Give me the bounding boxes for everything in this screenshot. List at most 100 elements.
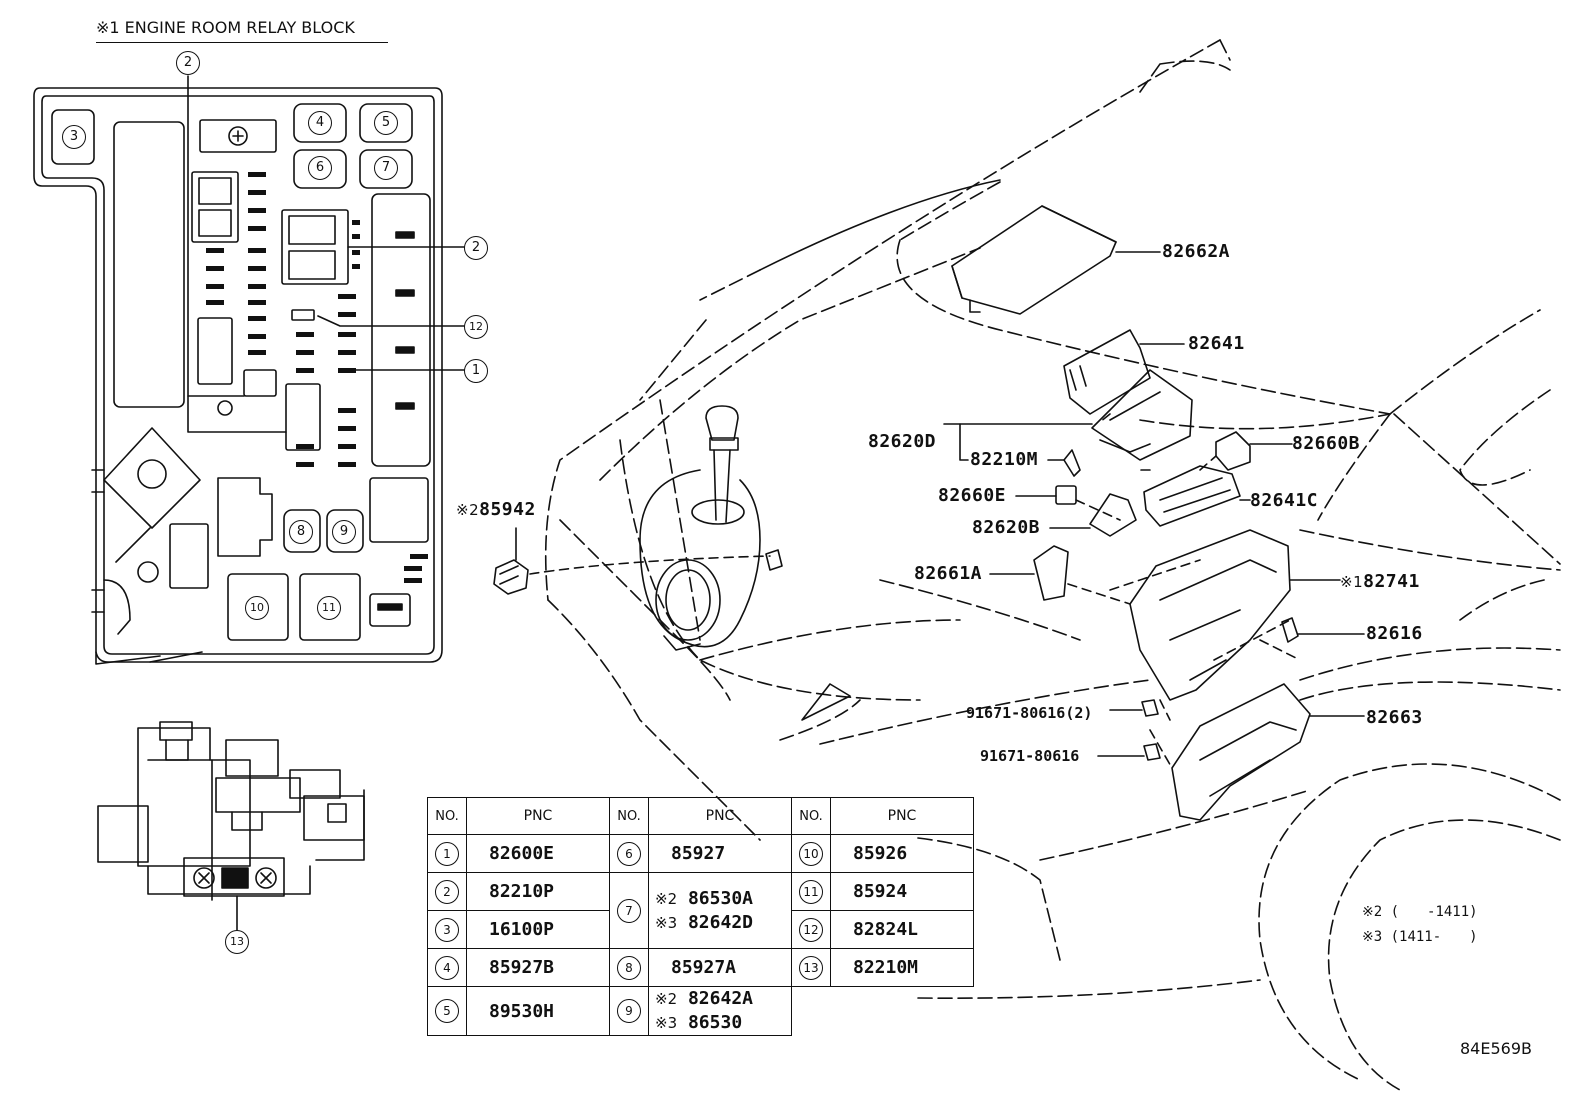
row-no: 7 [609, 872, 649, 949]
part-label-82210m: 82210M [970, 449, 1039, 470]
row-pnc: 85924 [830, 872, 974, 911]
row-no-circle: 13 [799, 955, 823, 980]
empty-cell [792, 987, 831, 1036]
part-label-85942-number: 85942 [479, 499, 536, 520]
fuse-box-parts-drawing [943, 205, 1365, 821]
relay-block-title: ※1 ENGINE ROOM RELAY BLOCK [96, 18, 355, 37]
pnc-line: ※2 82642A [655, 987, 791, 1011]
row-pnc: 16100P [466, 910, 610, 949]
callout-6: 6 [308, 156, 332, 180]
row-pnc: 89530H [466, 986, 610, 1036]
header-pnc-1: PNC [466, 797, 610, 835]
part-label-82660e: 82660E [938, 485, 1007, 506]
callout-9: 9 [332, 520, 356, 544]
row-no: 13 [791, 948, 831, 987]
callout-1: 1 [464, 359, 488, 383]
pnc-line-number: 86530 [687, 1012, 743, 1033]
part-label-82620b: 82620B [972, 517, 1041, 538]
part-label-82660b: 82660B [1292, 433, 1361, 454]
pnc-line: ※3 82642D [655, 911, 791, 935]
row-no-circle: 7 [617, 898, 641, 923]
row-no-circle: 11 [799, 879, 823, 904]
row-no: 4 [427, 948, 467, 987]
pnc-line-prefix: ※2 [655, 990, 678, 1008]
callout-4: 4 [308, 111, 332, 135]
pnc-line-number: 86530A [687, 887, 753, 909]
part-label-82641: 82641 [1188, 333, 1245, 354]
row-pnc: 82824L [830, 910, 974, 949]
header-pnc-3: PNC [830, 797, 974, 835]
row-no-circle: 5 [435, 999, 459, 1023]
row-no-circle: 9 [617, 999, 641, 1023]
row-pnc: 85926 [830, 834, 974, 873]
pnc-line-prefix: ※3 [655, 913, 678, 932]
row-no-circle: 6 [617, 841, 641, 866]
connector-85942-drawing [493, 559, 529, 595]
row-no: 1 [427, 834, 467, 873]
pnc-line-prefix: ※3 [655, 1014, 678, 1032]
part-label-82620d: 82620D [868, 431, 937, 452]
row-no: 8 [609, 948, 649, 987]
row-no-circle: 4 [435, 955, 459, 980]
callout-5: 5 [374, 111, 398, 135]
callout-13: 13 [225, 930, 249, 954]
row-no-circle: 8 [617, 955, 641, 980]
table-row: 4 85927B 8 85927A 13 82210M [427, 948, 974, 987]
row-no: 10 [791, 834, 831, 873]
header-no-2: NO. [609, 797, 649, 835]
title-underline [96, 42, 388, 43]
row-no-circle: 10 [799, 841, 823, 866]
part-label-82741-number: 82741 [1363, 571, 1420, 592]
pnc-line-number: 82642D [687, 911, 753, 933]
pnc-table: NO. PNC NO. PNC NO. PNC 1 82600E 6 85927… [427, 797, 974, 1036]
row-no: 11 [791, 872, 831, 911]
pnc-line-prefix: ※2 [655, 889, 678, 908]
part-label-82741-prefix: ※1 [1340, 573, 1364, 591]
callout-7: 7 [374, 156, 398, 180]
washer-tank-drawing [639, 405, 783, 651]
note-2: ※2 ( -1411) [1362, 904, 1478, 920]
row-no-circle: 1 [435, 841, 459, 866]
row-no-circle: 3 [435, 917, 459, 942]
part-label-82663: 82663 [1366, 707, 1423, 728]
callout-3: 3 [62, 125, 86, 149]
header-no-3: NO. [791, 797, 831, 835]
part-label-91671-80616: 91671-80616 [980, 747, 1080, 765]
callout-8: 8 [289, 520, 313, 544]
part-label-82641c: 82641C [1250, 490, 1319, 511]
table-header-row: NO. PNC NO. PNC NO. PNC [427, 797, 974, 835]
row-pnc-multi: ※2 82642A ※3 86530 [648, 986, 792, 1036]
callout-2-right: 2 [464, 236, 488, 260]
relay-block-drawing [33, 75, 465, 665]
row-no: 12 [791, 910, 831, 949]
note-3: ※3 (1411- ) [1362, 929, 1478, 945]
row-no: 9 [609, 986, 649, 1036]
row-pnc: 85927 [648, 834, 792, 873]
row-no-circle: 2 [435, 879, 459, 904]
part-label-82662a: 82662A [1162, 241, 1231, 262]
table-row: 5 89530H 9 ※2 82642A ※3 86530 [427, 986, 974, 1036]
table-row: 2 82210P 7 ※2 86530A ※3 82642D 11 85924 [427, 872, 974, 949]
part-label-85942-prefix: ※2 [456, 501, 480, 519]
row-pnc: 82210M [830, 948, 974, 987]
pnc-line: ※2 86530A [655, 887, 791, 911]
callout-12: 12 [464, 315, 488, 339]
row-pnc-multi: ※2 86530A ※3 82642D [648, 872, 792, 949]
pnc-line: ※3 86530 [655, 1011, 791, 1035]
callout-2-top: 2 [176, 51, 200, 75]
part-label-82661a: 82661A [914, 563, 983, 584]
part-label-91671-80616-2: 91671-80616(2) [966, 704, 1093, 722]
row-pnc: 85927B [466, 948, 610, 987]
empty-cell [831, 987, 974, 1036]
part-label-82616: 82616 [1366, 623, 1423, 644]
row-pnc: 85927A [648, 948, 792, 987]
row-no: 5 [427, 986, 467, 1036]
pnc-line-number: 82642A [687, 988, 753, 1009]
part-label-82741: ※182741 [1340, 572, 1420, 592]
callout-11: 11 [317, 596, 341, 620]
header-pnc-2: PNC [648, 797, 792, 835]
explosion-guides [529, 413, 1301, 769]
row-pnc: 82210P [466, 872, 610, 911]
vehicle-body-outline [544, 39, 1561, 1091]
